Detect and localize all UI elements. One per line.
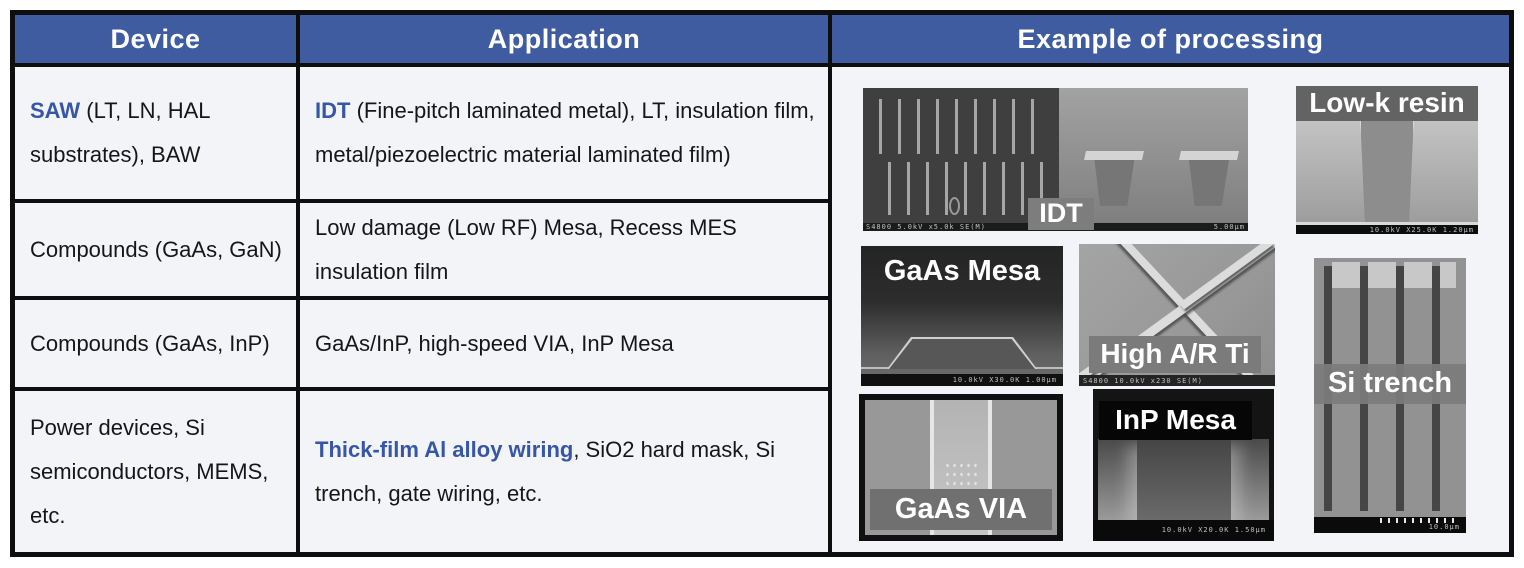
device-cell-compounds-gan-text: Compounds (GaAs, GaN) — [30, 236, 282, 262]
sem-idt-cross-section: 5.00µm — [1059, 88, 1248, 231]
label-inp-mesa: InP Mesa — [1099, 401, 1252, 440]
application-cell-low-damage: Low damage (Low RF) Mesa, Recess MES ins… — [300, 203, 828, 296]
idt-right-scalebar: 5.00µm — [1059, 223, 1248, 231]
label-high-ar-ti: High A/R Ti — [1089, 336, 1261, 373]
si-trench-ruler-ticks — [1380, 518, 1458, 523]
application-cell-gaas-inp-text: GaAs/InP, high-speed VIA, InP Mesa — [315, 330, 674, 356]
header-cell-processing: Example of processing — [832, 15, 1509, 63]
device-cell-power-devices: Power devices, Si semiconductors, MEMS, … — [15, 391, 296, 552]
si-trench-scalebar-text: 10.0µm — [1428, 523, 1460, 531]
inp-mesa-scalebar-text: 10.0kV X20.0K 1.50µm — [1161, 526, 1266, 534]
processing-examples-cell: S4800 5.0kV x5.0k SE(M) 5.00µm IDT — [832, 67, 1509, 552]
accent-saw: SAW — [30, 98, 81, 123]
idt-electrode-profile — [1084, 150, 1145, 206]
device-cell-compounds-gan: Compounds (GaAs, GaN) — [15, 203, 296, 296]
idt-scalebar-text: S4800 5.0kV x5.0k SE(M) — [866, 223, 986, 231]
device-cell-compounds-inp-text: Compounds (GaAs, InP) — [30, 330, 270, 356]
application-cell-low-damage-text: Low damage (Low RF) Mesa, Recess MES ins… — [315, 214, 737, 284]
application-cell-thick-film: Thick-film Al alloy wiring, SiO2 hard ma… — [300, 391, 828, 552]
label-gaas-mesa: GaAs Mesa — [883, 255, 1041, 287]
idt-comb-pattern-bottom — [888, 162, 1054, 216]
device-cell-saw-text: SAW (LT, LN, HAL substrates), BAW — [30, 89, 284, 177]
device-cell-compounds-inp: Compounds (GaAs, InP) — [15, 300, 296, 387]
device-cell-saw: SAW (LT, LN, HAL substrates), BAW — [15, 67, 296, 199]
application-cell-idt: IDT (Fine-pitch laminated metal), LT, in… — [300, 67, 828, 199]
sem-image-si-trench: Si trench 10.0µm — [1314, 258, 1466, 533]
application-thick-film-rest: , SiO2 hard mask, Si trench, gate wiring… — [315, 436, 776, 506]
device-cell-power-devices-text: Power devices, Si semiconductors, MEMS, … — [30, 414, 269, 528]
idt-electrode-cap — [1084, 150, 1145, 160]
gaas-mesa-profile-fill — [889, 339, 1035, 369]
idt-electrode-stem — [1188, 159, 1229, 206]
idt-comb-pattern-top — [878, 99, 1044, 154]
lowk-scalebar-text: 10.0kV X25.0K 1.20µm — [1369, 226, 1474, 234]
inp-mesa-profile — [1136, 439, 1231, 520]
gaas-mesa-scalebar: 10.0kV X30.0K 1.00µm — [861, 374, 1063, 386]
sem-image-gaas-via: GaAs VIA — [859, 394, 1063, 541]
header-cell-application: Application — [300, 15, 828, 63]
accent-idt: IDT — [315, 98, 351, 123]
idt-scalebar-text-right: 5.00µm — [1213, 223, 1245, 231]
sem-image-low-k-resin: Low-k resin 10.0kV X25.0K 1.20µm — [1296, 86, 1478, 234]
lowk-scalebar: 10.0kV X25.0K 1.20µm — [1296, 225, 1478, 234]
application-cell-idt-text: IDT (Fine-pitch laminated metal), LT, in… — [315, 89, 816, 177]
sem-image-gaas-mesa: GaAs Mesa 10.0kV X30.0K 1.00µm — [861, 246, 1063, 386]
gaas-mesa-scalebar-text: 10.0kV X30.0K 1.00µm — [952, 376, 1057, 384]
label-si-trench: Si trench — [1314, 364, 1466, 404]
gaas-mesa-profile — [887, 337, 1037, 369]
high-ar-ti-scalebar-text: S4800 10.0kV x230 SE(M) — [1083, 377, 1203, 385]
ti-wire — [1179, 244, 1273, 310]
inp-mesa-scene — [1098, 439, 1269, 520]
sem-image-idt: S4800 5.0kV x5.0k SE(M) 5.00µm IDT — [863, 88, 1248, 231]
lowk-trench-profile — [1360, 121, 1414, 225]
idt-alignment-mark — [949, 197, 961, 216]
idt-electrode-cap — [1178, 150, 1239, 160]
label-idt: IDT — [1028, 198, 1094, 230]
label-low-k-resin: Low-k resin — [1296, 86, 1478, 121]
idt-electrode-stem — [1094, 159, 1135, 206]
sem-idt-plan-view: S4800 5.0kV x5.0k SE(M) — [863, 88, 1059, 231]
accent-thick-film: Thick-film Al alloy wiring — [315, 436, 574, 462]
application-cell-thick-film-text: Thick-film Al alloy wiring, SiO2 hard ma… — [315, 428, 816, 516]
sem-image-high-ar-ti: S4800 10.0kV x230 SE(M) High A/R Ti — [1079, 244, 1275, 386]
application-cell-gaas-inp: GaAs/InP, high-speed VIA, InP Mesa — [300, 300, 828, 387]
idt-electrode-profile — [1178, 150, 1239, 206]
inp-mesa-scalebar: 10.0kV X20.0K 1.50µm — [1093, 520, 1274, 541]
header-cell-device: Device — [15, 15, 296, 63]
label-gaas-via: GaAs VIA — [870, 489, 1052, 530]
sem-image-inp-mesa: InP Mesa 10.0kV X20.0K 1.50µm — [1093, 389, 1274, 541]
lowk-trench-scene — [1296, 121, 1478, 225]
idt-left-scalebar: S4800 5.0kV x5.0k SE(M) — [863, 223, 1059, 231]
device-application-table: Device Application Example of processing… — [10, 10, 1514, 557]
high-ar-ti-scalebar: S4800 10.0kV x230 SE(M) — [1079, 375, 1275, 386]
application-idt-rest: (Fine-pitch laminated metal), LT, insula… — [315, 98, 815, 167]
device-saw-rest: (LT, LN, HAL substrates), BAW — [30, 98, 210, 167]
lowk-ground-line — [1296, 222, 1478, 225]
si-trench-scalebar: 10.0µm — [1314, 517, 1466, 533]
